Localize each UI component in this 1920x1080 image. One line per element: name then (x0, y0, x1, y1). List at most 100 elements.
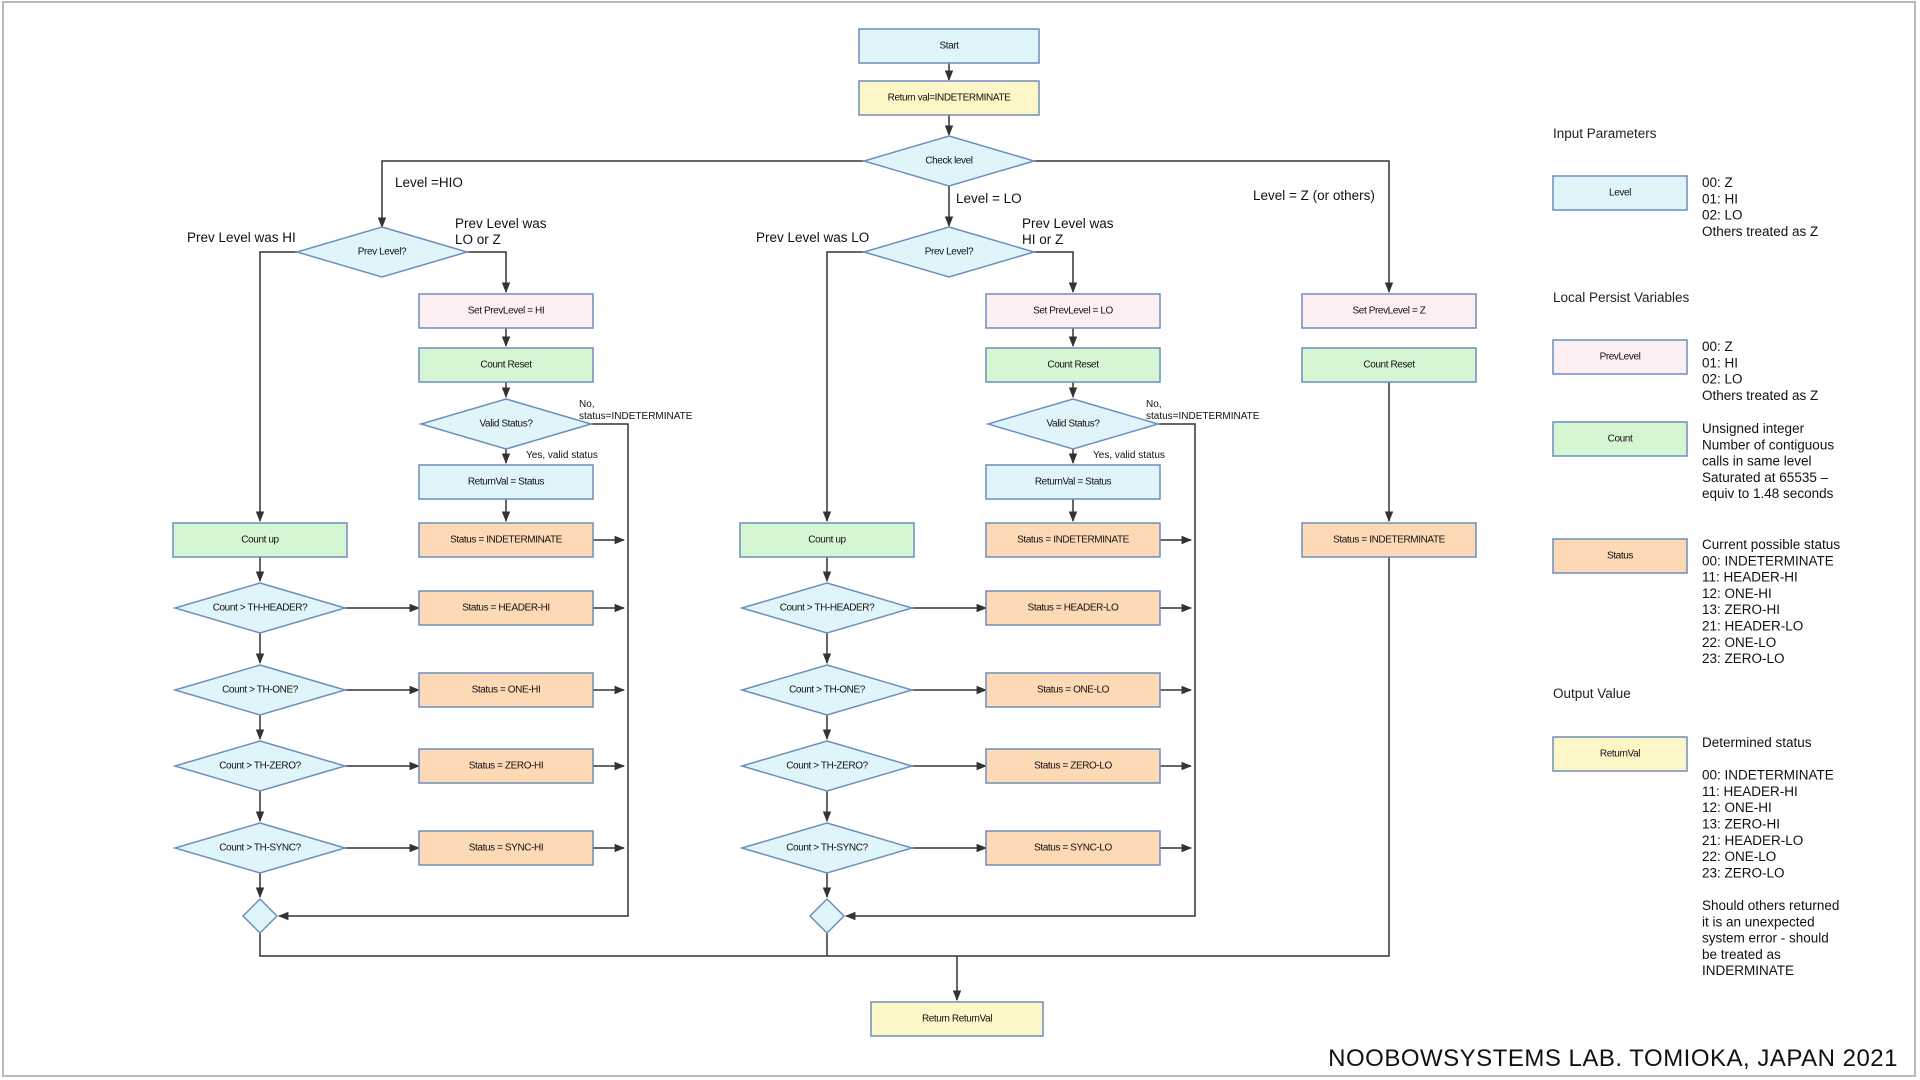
hi-s-sync-status-label: Status = SYNC-HI (469, 843, 543, 854)
lo-q-sync-decision: Count > TH-SYNC? (739, 822, 915, 874)
start-node-label: Start (939, 41, 959, 52)
lo-label-yes-valid: Yes, valid status (1093, 450, 1165, 461)
init-retval-node-shape (858, 80, 1040, 116)
lo-retval-status-shape (985, 464, 1161, 500)
legend-status-desc-line: 00: INDETERMINATE (1702, 553, 1834, 568)
lo-set-prevlevel: Set PrevLevel = LO (985, 293, 1161, 329)
lo-prev-level-decision-shape (861, 226, 1037, 278)
z-count-reset-label: Count Reset (1363, 360, 1415, 371)
legend-status-label: Status (1607, 551, 1633, 562)
lo-count-reset-shape (985, 347, 1161, 383)
init-retval-node-label: Return val=INDETERMINATE (888, 93, 1011, 104)
legend-count: Count (1552, 421, 1688, 457)
lo-q-sync-decision-label: Count > TH-SYNC? (786, 843, 868, 854)
legend-status-desc-line: 23: ZERO-LO (1702, 651, 1785, 666)
hi-s-header-status-label: Status = HEADER-HI (462, 603, 550, 614)
return-retval-node-shape (870, 1001, 1044, 1037)
edge-hi-to-return (259, 933, 957, 957)
legend-prevlevel-desc-line: Others treated as Z (1702, 388, 1818, 403)
lo-s-sync-status-label: Status = SYNC-LO (1034, 843, 1112, 854)
lo-retval-status: ReturnVal = Status (985, 464, 1161, 500)
lo-merge-diamond (808, 897, 846, 935)
legend-level: Level (1552, 175, 1688, 211)
hi-s-zero-status-label: Status = ZERO-HI (469, 761, 543, 772)
lo-set-prevlevel-shape (985, 293, 1161, 329)
hi-count-reset-shape (418, 347, 594, 383)
hi-q-one-decision: Count > TH-ONE? (172, 664, 348, 716)
hi-count-reset: Count Reset (418, 347, 594, 383)
lo-set-prevlevel-label: Set PrevLevel = LO (1033, 306, 1113, 317)
z-set-prevlevel-label: Set PrevLevel = Z (1353, 306, 1426, 317)
hi-q-sync-decision-label: Count > TH-SYNC? (219, 843, 301, 854)
legend-count-desc-line: Unsigned integer (1702, 421, 1805, 436)
hi-merge-diamond (241, 897, 279, 935)
hi-label-yes-valid: Yes, valid status (526, 450, 598, 461)
hi-s-one-status-label: Status = ONE-HI (472, 685, 541, 696)
legend-returnval-desc-line: it is an unexpected (1702, 914, 1815, 929)
z-status-indeterminate-shape (1301, 522, 1477, 558)
lo-status-indeterminate-shape (985, 522, 1161, 558)
hi-q-zero-decision-label: Count > TH-ZERO? (219, 761, 301, 772)
legend-level-swatch (1552, 175, 1688, 211)
label-level-hi: Level =HIO (395, 175, 463, 190)
start-node: Start (858, 28, 1040, 64)
hi-retval-status: ReturnVal = Status (418, 464, 594, 500)
legend-count-swatch (1552, 421, 1688, 457)
hi-edge-prev-same (255, 251, 297, 523)
hi-count-up-shape (172, 522, 348, 558)
hi-q-one-decision-label: Count > TH-ONE? (222, 685, 299, 696)
legend-returnval-desc-line: Determined status (1702, 735, 1812, 750)
connector-lines (255, 63, 1394, 1002)
z-count-reset-shape (1301, 347, 1477, 383)
lo-s-zero-status-shape (985, 748, 1161, 784)
legend-returnval-desc-line: be treated as (1702, 947, 1781, 962)
hi-set-prevlevel: Set PrevLevel = HI (418, 293, 594, 329)
label-prev-was-hi: Prev Level was HI (187, 230, 296, 245)
lo-s-one-status-shape (985, 672, 1161, 708)
lo-q-zero-decision: Count > TH-ZERO? (739, 740, 915, 792)
lo-count-reset-label: Count Reset (1047, 360, 1099, 371)
hi-prev-level-decision: Prev Level? (294, 226, 470, 278)
lo-prev-level-decision-label: Prev Level? (925, 247, 974, 258)
legend-prevlevel-desc-line: 01: HI (1702, 355, 1738, 370)
lo-label-no-status: status=INDETERMINATE (1146, 411, 1260, 422)
z-set-prevlevel-shape (1301, 293, 1477, 329)
lo-edge-prev-other (1034, 251, 1078, 294)
hi-q-sync-decision: Count > TH-SYNC? (172, 822, 348, 874)
label-prev-hi-or-z-line2: HI or Z (1022, 232, 1063, 247)
hi-edge-return-merge (277, 423, 629, 921)
hi-q-zero-decision-shape (172, 740, 348, 792)
hi-s-header-status-shape (418, 590, 594, 626)
legend-prevlevel-desc-line: 02: LO (1702, 372, 1743, 387)
check-level-decision-shape (861, 135, 1037, 187)
lo-q-header-decision-shape (739, 582, 915, 634)
lo-count-reset: Count Reset (985, 347, 1161, 383)
hi-q-sync-decision-shape (172, 822, 348, 874)
lo-prev-level-decision: Prev Level? (861, 226, 1037, 278)
label-prev-was-line1-lo: Prev Level was (1022, 216, 1114, 231)
hi-status-indeterminate: Status = INDETERMINATE (418, 522, 594, 558)
start-node-shape (858, 28, 1040, 64)
legend-status: Status (1552, 538, 1688, 574)
lo-s-header-status-shape (985, 590, 1161, 626)
legend-returnval-desc-line: system error - should (1702, 931, 1829, 946)
return-retval-node: Return ReturnVal (870, 1001, 1044, 1037)
label-level-z: Level = Z (or others) (1253, 188, 1375, 203)
lo-count-up: Count up (739, 522, 915, 558)
lo-s-zero-status: Status = ZERO-LO (985, 748, 1161, 784)
lo-edge-return-merge (844, 423, 1196, 921)
legend-returnval-desc-line: 13: ZERO-HI (1702, 817, 1780, 832)
hi-count-up-label: Count up (241, 535, 279, 546)
lo-status-indeterminate-label: Status = INDETERMINATE (1017, 535, 1130, 546)
edge-z-to-return (957, 557, 1390, 957)
lo-s-sync-status-shape (985, 830, 1161, 866)
label-level-lo: Level = LO (956, 191, 1022, 206)
hi-label-no-status: status=INDETERMINATE (579, 411, 693, 422)
hi-q-header-decision-shape (172, 582, 348, 634)
hi-q-header-decision-label: Count > TH-HEADER? (213, 603, 308, 614)
legend-count-desc-line: calls in same level (1702, 454, 1812, 469)
legend-status-desc-line: 11: HEADER-HI (1702, 570, 1798, 585)
hi-s-one-status-shape (418, 672, 594, 708)
